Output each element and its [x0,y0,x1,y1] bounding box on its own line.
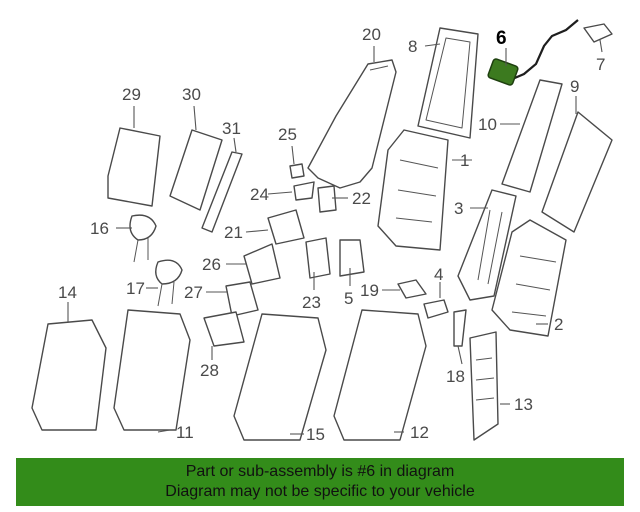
label-20: 20 [362,25,381,44]
part-17-shape [155,259,183,285]
label-6: 6 [496,28,507,49]
label-8: 8 [408,37,417,56]
part-6-shape [487,58,519,86]
label-11: 11 [176,423,194,442]
part-2-shape [491,219,567,337]
label-31: 31 [222,119,241,138]
label-13: 13 [514,395,533,414]
label-19: 19 [360,281,379,300]
label-23: 23 [302,293,321,312]
part-12-shape [333,309,427,441]
part-6-harness [509,19,579,82]
label-25: 25 [278,125,297,144]
part-5-shape [339,239,365,277]
banner-line-2: Diagram may not be specific to your vehi… [165,483,475,500]
part-19-shape [397,279,427,299]
label-26: 26 [202,255,221,274]
label-10: 10 [478,115,497,134]
label-15: 15 [306,425,325,444]
part-10-shape [501,79,563,193]
label-27: 27 [184,283,203,302]
part-4-shape [423,299,449,319]
part-14-shape [31,319,107,431]
part-31-shape [201,151,243,233]
label-12: 12 [410,423,429,442]
part-25-shape [289,163,305,179]
part-21-shape [267,209,305,245]
part-22-shape [317,185,337,213]
label-7: 7 [596,55,605,74]
part-16-shape [129,214,157,241]
label-4: 4 [434,265,443,284]
label-29: 29 [122,85,141,104]
part-8-shape [417,27,479,139]
part-13-shape [469,331,499,441]
label-24: 24 [250,185,269,204]
part-15-shape [233,313,327,441]
label-30: 30 [182,85,201,104]
part-7-shape [583,23,613,43]
part-27-shape [225,281,259,317]
label-22: 22 [352,189,371,208]
label-2: 2 [554,315,563,334]
part-28-shape [203,311,245,347]
label-9: 9 [570,77,579,96]
part-3-shape [457,189,517,301]
label-17: 17 [126,279,145,298]
part-11-shape [113,309,191,431]
label-21: 21 [224,223,243,242]
label-1: 1 [460,151,469,170]
label-14: 14 [58,283,77,302]
banner-line-1: Part or sub-assembly is #6 in diagram [185,463,455,480]
label-18: 18 [446,367,465,386]
part-24-shape [293,181,315,201]
label-3: 3 [454,199,463,218]
part-30-shape [169,129,223,211]
part-9-shape [541,111,613,233]
part-18-shape [453,309,467,347]
part-23-shape [305,237,331,279]
label-16: 16 [90,219,109,238]
label-28: 28 [200,361,219,380]
part-20-shape [307,59,397,189]
part-26-shape [243,243,281,285]
part-29-shape [107,127,161,207]
part-1-shape [377,129,449,251]
info-banner: Part or sub-assembly is #6 in diagram Di… [16,458,624,506]
label-5: 5 [344,289,353,308]
